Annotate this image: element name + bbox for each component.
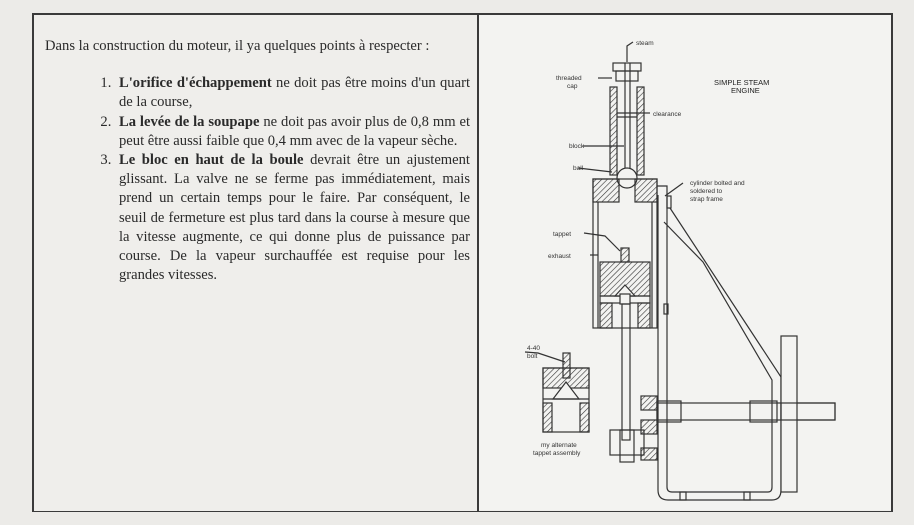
item-body: devrait être un ajustement glissant. La … [119, 152, 470, 284]
upper-tube-right-wall [636, 86, 645, 176]
diagram-title-line1: SIMPLE STEAM [714, 78, 769, 87]
requirements-list: L'orifice d'échappement ne doit pas être… [45, 74, 470, 285]
label-bolt-size: 4-40 [527, 345, 540, 352]
item-heading: Le bloc en haut de la boule [119, 152, 304, 169]
strap-frame [657, 185, 782, 501]
label-threaded: threaded [556, 75, 582, 82]
item-body: ne doit pas avoir plus de 0,8 mm et peut… [119, 113, 471, 149]
threaded-cap [612, 62, 642, 72]
list-item: L'orifice d'échappement ne doit pas être… [115, 74, 470, 112]
label-cylinder-3: strap frame [690, 196, 723, 203]
label-bolt: bolt [527, 353, 538, 360]
label-alternate-1: my alternate [541, 442, 577, 449]
list-item: Le bloc en haut de la boule devrait être… [115, 151, 470, 285]
diagram-title-line2: ENGINE [731, 86, 760, 95]
bolt [562, 352, 571, 379]
axle [656, 402, 836, 421]
label-cap: cap [567, 83, 578, 90]
item-heading: L'orifice d'échappement [119, 75, 272, 92]
label-ball: ball [573, 165, 584, 172]
list-item: La levée de la soupape ne doit pas avoir… [115, 113, 470, 151]
label-steam: steam [636, 40, 654, 47]
label-tappet: tappet [553, 231, 571, 238]
label-block: block [569, 143, 585, 150]
label-cylinder-2: soldered to [690, 188, 723, 195]
intro-paragraph: Dans la construction du moteur, il ya qu… [45, 38, 430, 54]
label-clearance: clearance [653, 111, 682, 118]
item-body: ne doit pas être moins d'un quart de la … [119, 75, 470, 111]
ball [616, 167, 638, 189]
label-alternate-2: tappet assembly [533, 450, 581, 457]
text-column: Dans la construction du moteur, il ya qu… [45, 37, 470, 285]
tappet [620, 247, 630, 263]
upper-tube-left-wall [609, 86, 618, 176]
item-heading: La levée de la soupape [119, 113, 260, 130]
label-exhaust: exhaust [548, 253, 571, 260]
flywheel [780, 335, 798, 493]
cylinder [592, 178, 658, 329]
column-divider [477, 13, 479, 512]
label-cylinder-1: cylinder bolted and [690, 180, 745, 187]
connecting-rod [621, 303, 631, 441]
